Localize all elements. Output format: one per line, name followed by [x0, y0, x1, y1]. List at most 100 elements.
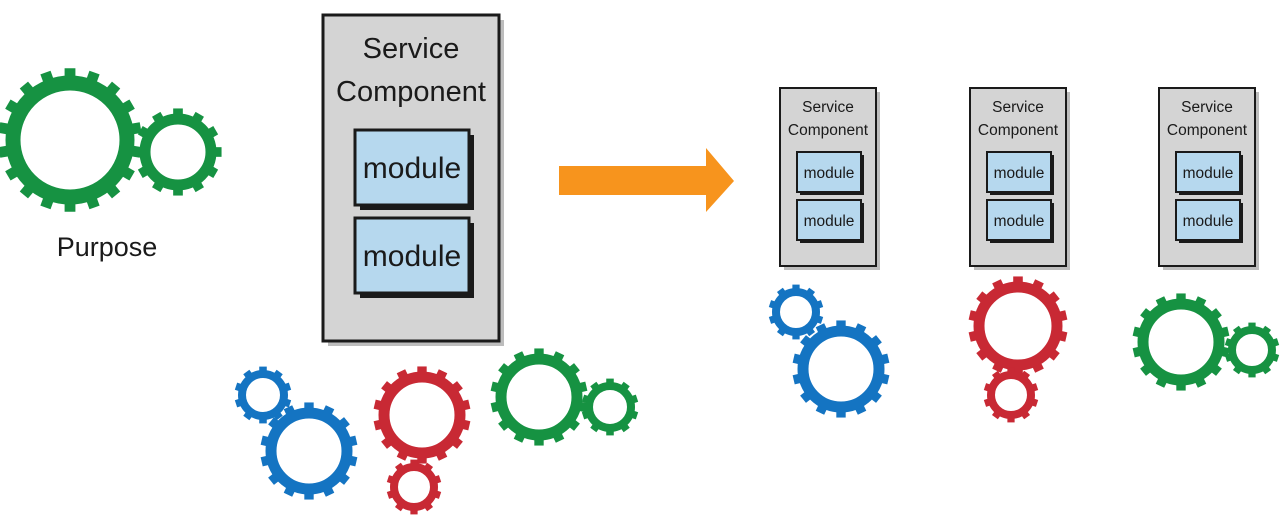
gear-tooth: [40, 197, 54, 210]
gear-tooth: [881, 353, 890, 365]
gear-tooth: [1211, 308, 1222, 320]
gear-tooth: [881, 373, 890, 385]
gear-tooth: [1221, 326, 1230, 338]
gear-tooth: [5, 167, 18, 181]
gear-tooth: [137, 126, 148, 138]
gear-ring: [5, 75, 135, 205]
gear-tooth: [1013, 276, 1023, 283]
gear-tooth: [1248, 322, 1256, 327]
module-label: module: [1183, 165, 1234, 182]
gear-tooth: [323, 487, 335, 497]
gear-tooth: [260, 435, 269, 447]
gear-tooth: [836, 320, 846, 327]
gear-tooth: [776, 328, 786, 337]
small-component-title-line2: Component: [1167, 122, 1248, 139]
red-gear-cluster: [968, 276, 1068, 423]
gear-tooth: [452, 381, 463, 393]
gear-tooth: [513, 433, 525, 443]
gear-tooth: [1176, 384, 1186, 391]
gear-tooth: [1007, 367, 1015, 372]
gear-tooth: [323, 405, 335, 415]
gear-tooth: [1032, 279, 1044, 289]
gear-tooth: [768, 300, 776, 309]
gear-tooth: [339, 417, 350, 429]
gear-tooth: [569, 363, 580, 375]
gear-tooth: [283, 487, 295, 497]
gear-tooth: [1176, 293, 1186, 300]
gear-tooth: [215, 147, 222, 157]
gear-tooth: [134, 147, 141, 157]
small-component-title-line2: Component: [978, 122, 1059, 139]
gear-ring: [390, 463, 438, 511]
gear-ring: [238, 370, 288, 420]
gear-tooth: [855, 405, 867, 415]
gear-tooth: [64, 68, 76, 77]
gear-tooth: [1195, 296, 1207, 306]
gear-tooth: [792, 373, 801, 385]
gear-icon: [373, 366, 471, 464]
gear-tooth: [381, 381, 392, 393]
gear-tooth: [1007, 418, 1015, 423]
gear-icon: [581, 378, 639, 436]
module-box: [796, 199, 862, 241]
gear-tooth: [1211, 364, 1222, 376]
gear-ring: [585, 382, 635, 432]
small-component-title-line2: Component: [788, 122, 869, 139]
gear-tooth: [1272, 353, 1280, 362]
module-label: module: [994, 165, 1045, 182]
gear-tooth: [606, 431, 614, 436]
gear-tooth: [1031, 383, 1039, 392]
gear-tooth: [349, 435, 358, 447]
gear-tooth: [1262, 366, 1272, 375]
gear-tooth: [1232, 366, 1242, 375]
gear-tooth: [243, 369, 252, 378]
gear-tooth: [339, 473, 350, 485]
gear-tooth: [417, 366, 427, 373]
module-label: module: [994, 213, 1045, 230]
gear-tooth: [590, 424, 599, 433]
gear-tooth: [462, 399, 471, 411]
gear-tooth: [260, 455, 269, 467]
gear-tooth: [606, 378, 614, 383]
gear-ring: [495, 353, 583, 441]
module-box: [1175, 151, 1241, 193]
gear-tooth: [490, 401, 499, 413]
gear-tooth: [1224, 353, 1232, 362]
gear-tooth: [1195, 378, 1207, 388]
gear-ring: [772, 288, 820, 336]
gear-tooth: [259, 419, 267, 424]
gear-tooth: [19, 185, 34, 199]
gear-tooth: [86, 70, 100, 83]
gear-tooth: [304, 402, 314, 409]
small-service-component: Service Component module module: [1158, 87, 1259, 270]
gear-tooth: [152, 182, 164, 193]
gear-tooth: [976, 291, 987, 303]
middle-gear-cluster: [234, 348, 639, 515]
gear-tooth: [800, 391, 811, 403]
gear-tooth: [274, 369, 283, 378]
gear-ring: [797, 325, 885, 413]
gear-tooth: [490, 381, 499, 393]
gear-tooth: [452, 437, 463, 449]
gear-tooth: [983, 398, 991, 407]
gear-tooth: [349, 455, 358, 467]
gear-icon: [386, 459, 442, 515]
gear-icon: [260, 402, 358, 500]
gear-tooth: [386, 490, 394, 499]
gear-tooth: [173, 108, 183, 115]
gear-tooth: [1232, 325, 1242, 334]
gear-tooth: [498, 419, 509, 431]
gear-tooth: [434, 490, 442, 499]
gear-tooth: [792, 335, 800, 340]
gear-tooth: [64, 203, 76, 212]
gear-tooth: [394, 503, 404, 512]
purpose-label: Purpose: [57, 232, 158, 262]
gear-tooth: [983, 383, 991, 392]
gear-tooth: [373, 399, 382, 411]
right-arrow-icon: [559, 148, 734, 212]
gear-tooth: [0, 122, 9, 135]
gear-tooth: [410, 510, 418, 515]
gear-tooth: [1132, 326, 1141, 338]
gear-tooth: [581, 394, 589, 404]
